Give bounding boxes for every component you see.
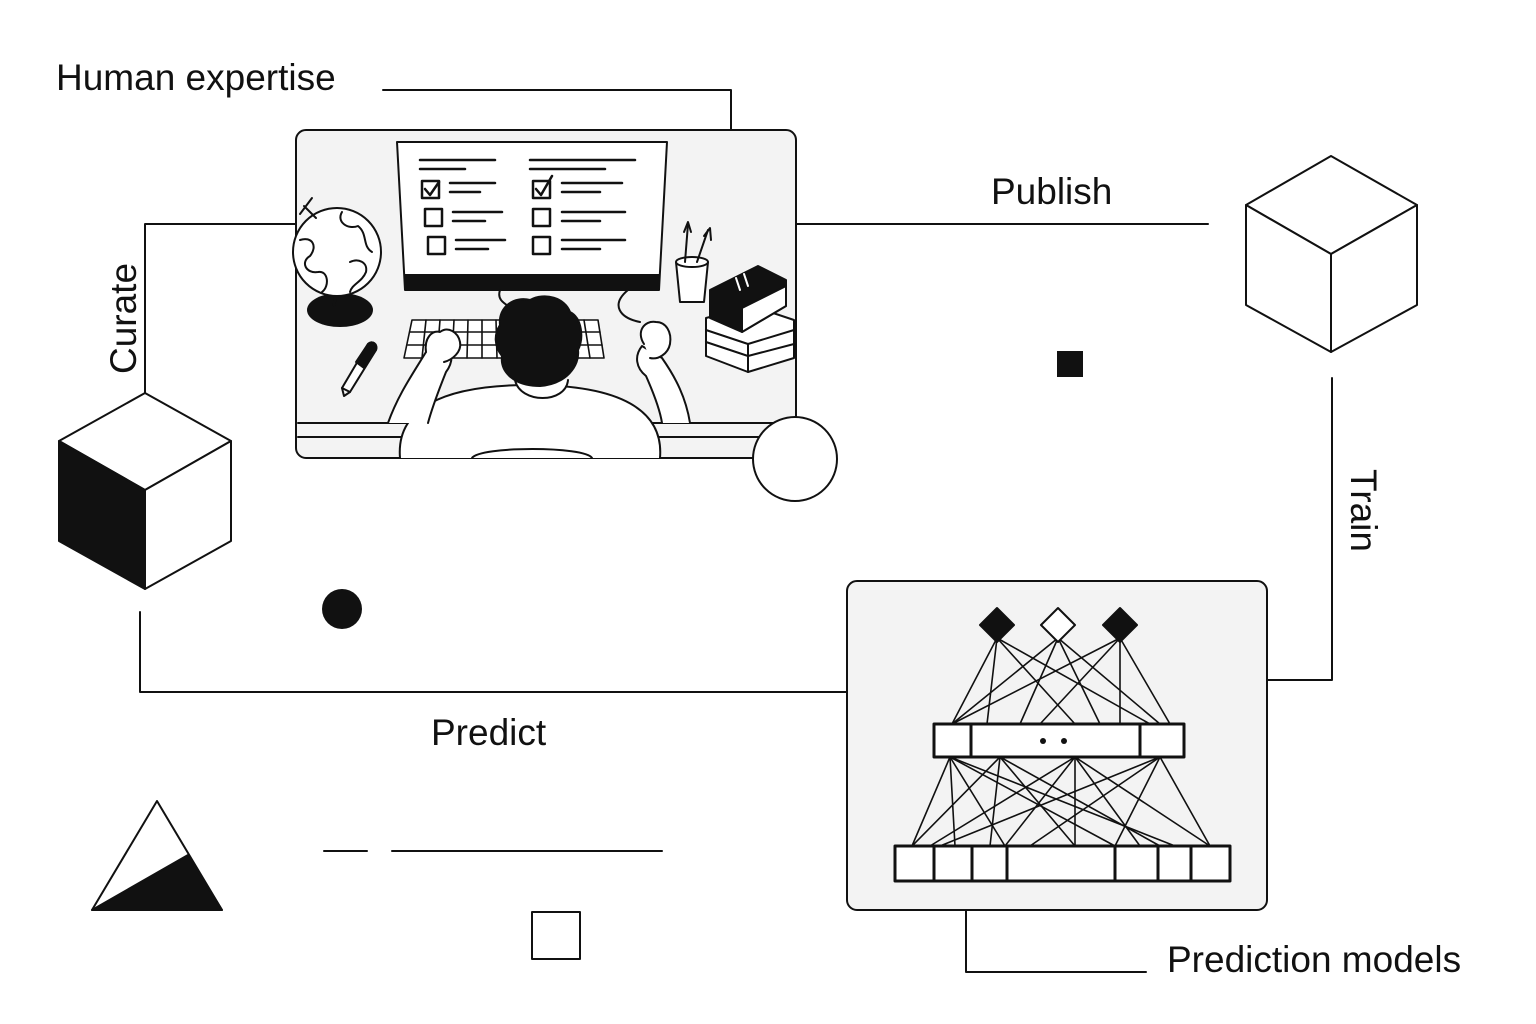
left-hand (424, 328, 462, 363)
globe-icon (292, 197, 382, 327)
publish-label: Publish (991, 171, 1113, 212)
person-head-hair (494, 295, 583, 387)
predict-label: Predict (431, 712, 547, 753)
output-node-filled (979, 607, 1015, 643)
checklist-left (418, 158, 507, 256)
checkbox-checked-icon (531, 179, 552, 200)
hidden-layer (932, 722, 1186, 759)
monitor-bezel (405, 274, 659, 290)
train-label-anchor: Train (1343, 462, 1384, 552)
train-label: Train (1342, 469, 1384, 552)
mouse-cable (617, 289, 641, 323)
prediction-models-label: Prediction models (1167, 939, 1462, 980)
human-expertise-label: Human expertise (56, 57, 336, 98)
person-at-computer-illustration (292, 129, 797, 459)
network-connections-upper (951, 637, 1171, 725)
pencil-cup-icon (675, 221, 712, 303)
decorative-square-filled (1057, 351, 1083, 377)
curate-label: Curate (103, 262, 145, 375)
checkbox-checked-icon (420, 179, 441, 200)
right-arm (636, 345, 691, 424)
output-node-filled (1102, 607, 1138, 643)
checkbox-empty-icon (426, 235, 447, 256)
neural-network-diagram-icon (846, 580, 1268, 911)
cube-icon-outline (1245, 155, 1418, 353)
half-filled-triangle-icon (91, 800, 223, 911)
cube-right-face (144, 440, 232, 590)
cube-right-face (1330, 204, 1418, 353)
network-connections-lower (911, 756, 1211, 847)
curate-connector (144, 223, 297, 438)
checkbox-empty-icon (531, 235, 552, 256)
prediction-models-leader-line (965, 896, 1147, 973)
pen-icon (341, 341, 378, 397)
output-node-outline (1040, 607, 1076, 643)
right-hand (639, 320, 672, 360)
input-layer (893, 844, 1232, 883)
predict-connector (139, 611, 848, 693)
train-connector (1267, 377, 1333, 681)
decorative-dot-filled (322, 589, 362, 629)
decorative-circle-outline (752, 416, 838, 502)
decorative-square-outline (531, 911, 581, 960)
checkbox-empty-icon (531, 207, 552, 228)
books-stack-icon (705, 265, 795, 373)
curate-label-anchor: Curate (103, 258, 144, 374)
cube-icon-dark (58, 392, 232, 590)
checklist-right (528, 158, 637, 256)
checkbox-empty-icon (423, 207, 444, 228)
chair-back (471, 448, 593, 459)
